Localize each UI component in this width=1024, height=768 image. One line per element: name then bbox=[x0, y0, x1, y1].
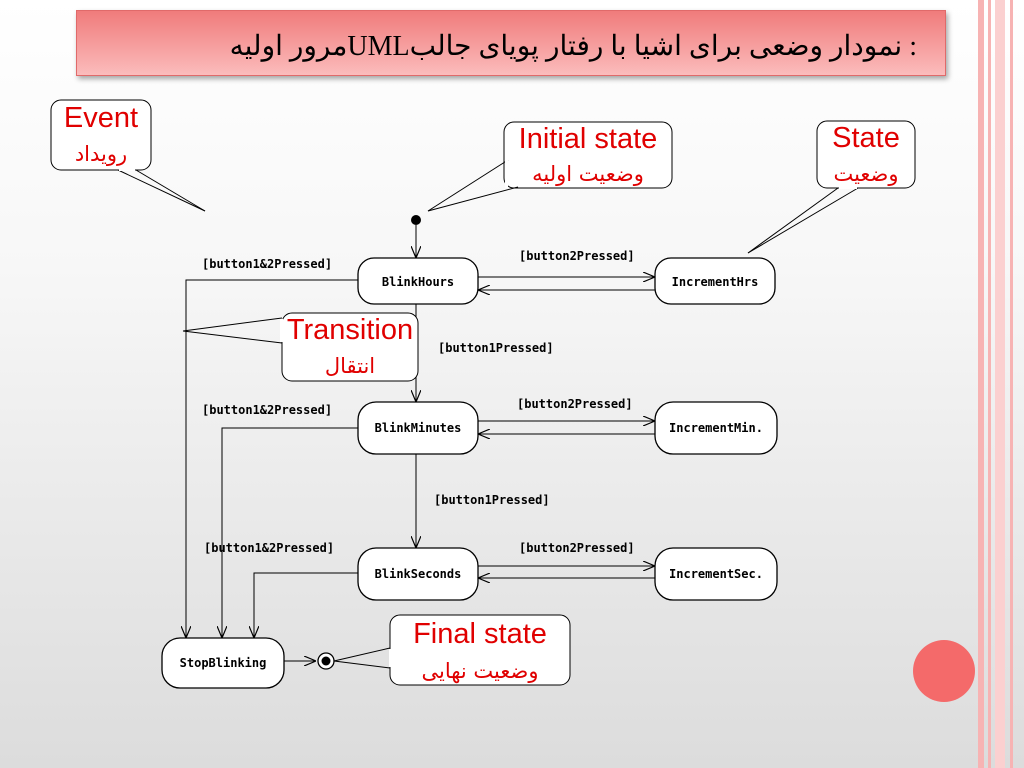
callout-final-en: Final state bbox=[413, 618, 547, 650]
callout-event-en: Event bbox=[64, 102, 138, 134]
initial-state-node bbox=[411, 215, 421, 225]
state-label: BlinkHours bbox=[382, 275, 454, 289]
decor-stripe bbox=[995, 0, 1005, 768]
state-label: BlinkSeconds bbox=[375, 567, 462, 581]
callout-state: State وضعیت bbox=[747, 120, 916, 254]
guard-label: [button1Pressed] bbox=[438, 341, 554, 355]
slide-title-bar: : نمودار وضعی برای اشیا با رفتار پویای ج… bbox=[76, 10, 946, 76]
decor-stripe bbox=[988, 0, 991, 768]
guard-label: [button1Pressed] bbox=[434, 493, 550, 507]
state-label: IncrementSec. bbox=[669, 567, 763, 581]
callout-state-en: State bbox=[832, 122, 900, 154]
guard-label: [button2Pressed] bbox=[519, 249, 635, 263]
decor-stripe bbox=[978, 0, 984, 768]
slide-title: : نمودار وضعی برای اشیا با رفتار پویای ج… bbox=[229, 31, 917, 62]
state-stop-blinking: StopBlinking bbox=[161, 637, 285, 689]
transition-hours-to-stop bbox=[186, 279, 358, 638]
callout-state-fa: وضعیت bbox=[833, 162, 898, 186]
state-increment-min: IncrementMin. bbox=[654, 401, 778, 455]
state-label: IncrementHrs bbox=[672, 275, 759, 289]
state-label: IncrementMin. bbox=[669, 421, 763, 435]
decor-circle bbox=[913, 640, 975, 702]
callout-transition: Transition انتقال bbox=[182, 312, 419, 382]
callout-final-fa: وضعیت نهایی bbox=[421, 659, 538, 683]
state-label: StopBlinking bbox=[180, 656, 267, 670]
guard-label: [button1&2Pressed] bbox=[204, 541, 334, 555]
callout-transition-fa: انتقال bbox=[325, 354, 375, 378]
transition-minutes-to-stop bbox=[222, 427, 358, 638]
state-blink-hours: BlinkHours bbox=[357, 257, 479, 305]
guard-label: [button2Pressed] bbox=[517, 397, 633, 411]
guard-label: [button1&2Pressed] bbox=[202, 403, 332, 417]
final-state-node bbox=[317, 652, 335, 670]
callout-event-fa: رویداد bbox=[75, 142, 127, 166]
guard-label: [button1&2Pressed] bbox=[202, 257, 332, 271]
callout-initial-state: Initial state وضعیت اولیه bbox=[427, 121, 673, 212]
decor-stripe bbox=[1010, 0, 1013, 768]
callout-final-state: Final state وضعیت نهایی bbox=[333, 614, 571, 686]
callout-event: Event رویداد bbox=[50, 99, 206, 212]
state-blink-minutes: BlinkMinutes bbox=[357, 401, 479, 455]
callout-initial-en: Initial state bbox=[519, 123, 658, 155]
transition-seconds-to-stop bbox=[254, 572, 358, 638]
state-label: BlinkMinutes bbox=[375, 421, 462, 435]
callout-transition-en: Transition bbox=[287, 314, 413, 346]
state-blink-seconds: BlinkSeconds bbox=[357, 547, 479, 601]
callout-initial-fa: وضعیت اولیه bbox=[532, 162, 644, 186]
state-increment-hrs: IncrementHrs bbox=[654, 257, 776, 305]
state-increment-sec: IncrementSec. bbox=[654, 547, 778, 601]
guard-label: [button2Pressed] bbox=[519, 541, 635, 555]
